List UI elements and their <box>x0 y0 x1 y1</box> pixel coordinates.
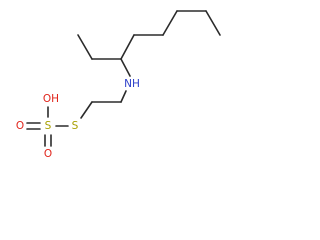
bond-c5-c6 <box>162 10 178 36</box>
sulfonyl-sulfur-label: S <box>45 120 52 132</box>
hydroxyl-label: OH <box>43 93 59 105</box>
atom-labels: NH S S OH O O <box>16 78 140 160</box>
bond-c3-c4 <box>120 34 135 60</box>
bond-c2-c1 <box>77 34 93 60</box>
thioether-sulfur-label: S <box>72 120 79 132</box>
oxygen-left-label: O <box>16 120 24 132</box>
bond-c3-n <box>120 58 131 77</box>
nitrogen-label: NH <box>124 78 140 90</box>
bond-lines <box>26 10 221 147</box>
oxygen-bottom-label: O <box>44 148 52 160</box>
bond-n-ca <box>120 90 127 103</box>
chemical-structure-diagram: NH S S OH O O <box>16 10 221 160</box>
bond-c7-c8 <box>205 10 221 36</box>
bond-cb-s <box>80 101 93 119</box>
